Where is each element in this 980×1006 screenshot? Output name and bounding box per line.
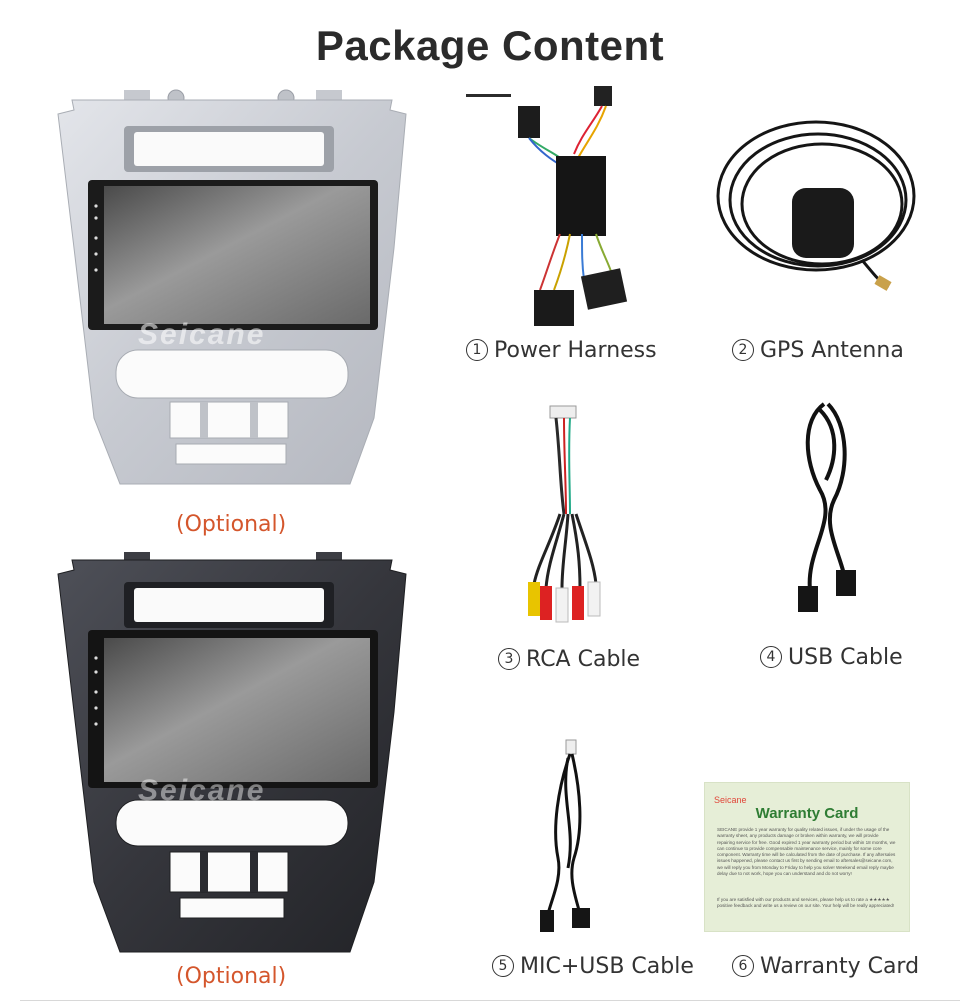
circled-number-icon: 4 — [760, 646, 782, 668]
circled-number-icon: 1 — [466, 339, 488, 361]
circled-number-icon: 5 — [492, 955, 514, 977]
silver-dash-panel — [54, 88, 410, 496]
black-dash-panel — [54, 552, 410, 962]
watermark: Seicane — [138, 774, 266, 807]
mic-usb-cable-image — [528, 738, 598, 934]
bottom-divider — [20, 1000, 960, 1001]
warranty-card-heading: Warranty Card — [755, 805, 859, 822]
circled-number-icon: 6 — [732, 955, 754, 977]
warranty-card-brand: Seicane — [714, 795, 747, 805]
circled-number-icon: 2 — [732, 339, 754, 361]
title-underline — [466, 94, 511, 97]
rca-cable-image — [520, 404, 610, 638]
warranty-card-body: SEICANE provide 1 year warranty for qual… — [717, 827, 896, 877]
warranty-card-body2: If you are satisfied with our products a… — [717, 897, 895, 909]
usb-cable-image — [790, 400, 866, 614]
optional-label: (Optional) — [176, 512, 287, 537]
watermark: Seicane — [138, 318, 266, 351]
page-title: Package Content — [315, 22, 665, 69]
optional-label: (Optional) — [176, 964, 287, 989]
gps-antenna-image — [712, 110, 922, 292]
warranty-card-image: Seicane Warranty Card SEICANE provide 1 … — [704, 782, 910, 932]
power-harness-image — [512, 84, 632, 334]
circled-number-icon: 3 — [498, 648, 520, 670]
